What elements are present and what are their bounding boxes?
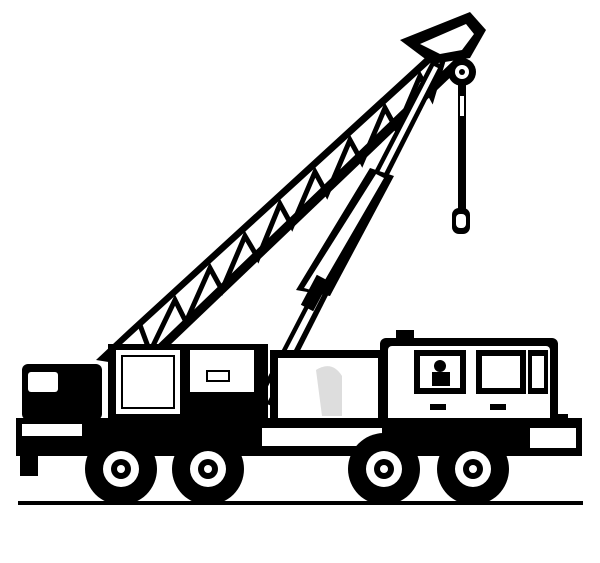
ground-line (18, 501, 583, 505)
hook-block (448, 58, 476, 234)
wheel-4 (437, 433, 509, 505)
wheels (85, 433, 509, 505)
wheel-1 (85, 433, 157, 505)
cab (380, 330, 568, 434)
lattice-boom (96, 12, 486, 368)
luffing-cylinder (256, 60, 444, 406)
wheel-2 (172, 433, 244, 505)
deck (270, 350, 386, 422)
superstructure (22, 344, 268, 420)
wheel-3 (348, 433, 420, 505)
